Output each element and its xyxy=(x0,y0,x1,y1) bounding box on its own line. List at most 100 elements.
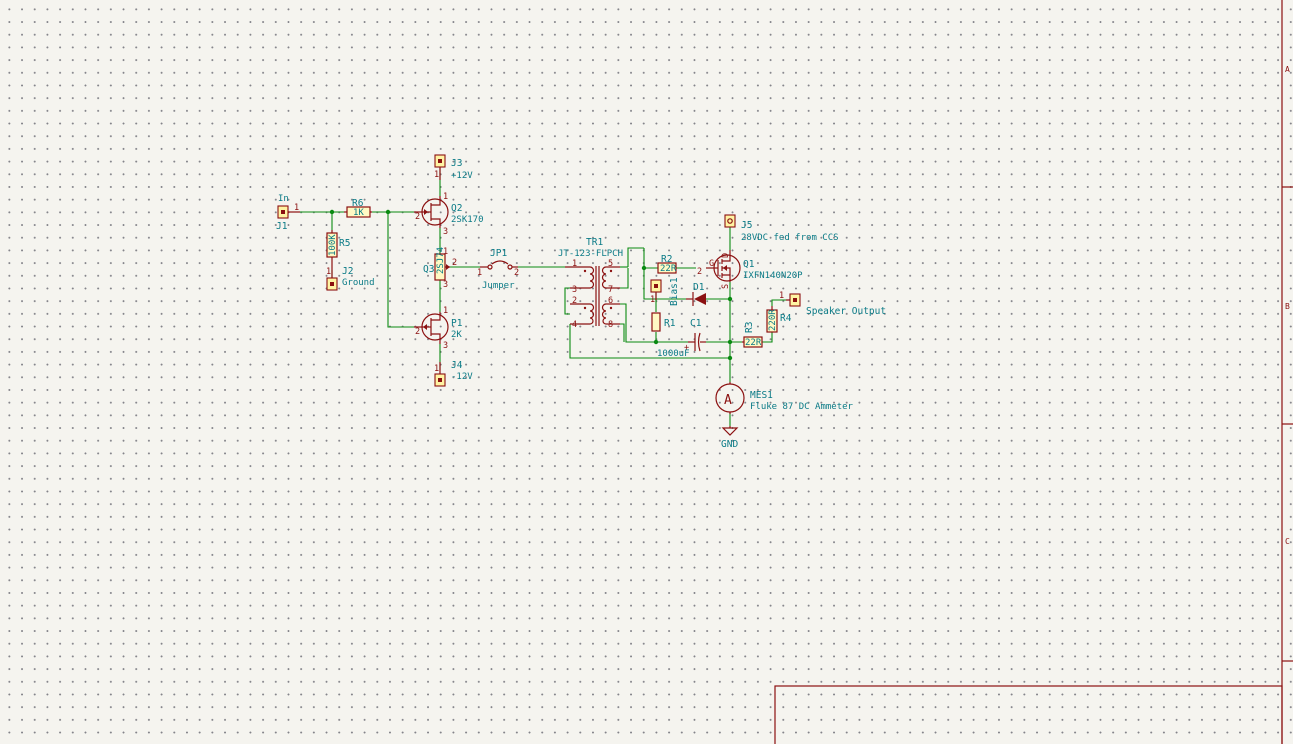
ref-label: J1 xyxy=(276,221,288,232)
resistor-r4[interactable]: R4 220R xyxy=(766,306,792,333)
ref-label: Q3 xyxy=(423,264,434,275)
zone-label-b: B xyxy=(1285,302,1290,311)
source-label: S xyxy=(721,284,731,289)
pin-number: 1 xyxy=(477,268,482,278)
ammeter-symbol: A xyxy=(724,393,732,408)
value-label: 2K xyxy=(451,330,462,340)
pin-number: 4 xyxy=(572,320,577,330)
pin-number: 3 xyxy=(443,280,448,290)
pin-number: 1 xyxy=(434,170,439,180)
pin-number: 8 xyxy=(608,320,613,330)
value-label: 1000uF xyxy=(657,349,690,359)
ref-label: J3 xyxy=(451,158,462,169)
value-label: JT-123-FLPCH xyxy=(558,249,623,259)
value-label: -12V xyxy=(451,372,473,382)
ref-label: C1 xyxy=(690,318,702,329)
capacitor-c1[interactable]: + C1 1000uF xyxy=(657,318,706,359)
jumper-jp1[interactable]: 1 2 JP1 Jumper xyxy=(477,248,519,291)
pin-number: 2 xyxy=(514,268,519,278)
ref-label: JP1 xyxy=(490,248,507,259)
pin-number: 3 xyxy=(443,227,448,237)
zone-label-a: A xyxy=(1285,65,1290,74)
mosfet-q1[interactable]: 2 G D S Q1 IXFN140N20P xyxy=(697,250,803,289)
transformer-tr1[interactable]: TR1 JT-123-FLPCH 1 3 2 4 5 7 6 8 xyxy=(558,237,623,330)
value-label: 220R xyxy=(768,309,778,331)
value-label: 100K xyxy=(328,234,338,256)
ref-label: J5 xyxy=(741,220,752,231)
ground-symbol[interactable]: GND xyxy=(721,426,739,450)
ref-label: TR1 xyxy=(586,237,603,248)
sheet-frame: A B C xyxy=(774,0,1293,744)
pin-number: 7 xyxy=(608,285,613,295)
plus-sign: + xyxy=(684,343,689,353)
value-label: 22R xyxy=(745,338,762,348)
ref-label: MES1 xyxy=(750,390,773,401)
ref-label: J2 xyxy=(342,266,353,277)
pin-number: 1 xyxy=(443,192,448,202)
value-label: Fluke 87 DC Ammeter xyxy=(750,402,854,412)
value-label: 2SJ74 xyxy=(436,247,446,274)
value-label: IXFN140N20P xyxy=(743,271,803,281)
ref-label: R6 xyxy=(352,198,364,209)
value-label: +12V xyxy=(451,171,473,181)
value-label: In xyxy=(278,194,289,204)
value-label: 1K xyxy=(353,208,364,218)
pin-number: 6 xyxy=(608,296,613,306)
resistor-r1[interactable]: R1 xyxy=(651,312,676,332)
value-label: 2SK170 xyxy=(451,215,484,225)
pin-number: 1 xyxy=(294,203,299,213)
ref-label: Q1 xyxy=(743,259,755,270)
value-label: 28VDC fed from CCS xyxy=(741,233,839,243)
value-label: Ground xyxy=(342,278,375,288)
pin-number: 3 xyxy=(572,285,577,295)
connector-j1[interactable]: 1 J1 In xyxy=(276,194,300,232)
ref-label: Q2 xyxy=(451,203,462,214)
potentiometer-p1[interactable]: Q3 2SJ74 2 1 3 xyxy=(423,247,457,290)
value-label: 22R xyxy=(660,264,677,274)
ref-label: D1 xyxy=(693,282,705,293)
ref-label: R1 xyxy=(664,318,676,329)
connector-j5[interactable]: J5 28VDC fed from CCS xyxy=(724,214,839,243)
resistor-r5[interactable]: R5 100K xyxy=(326,230,350,262)
pin-number: 2 xyxy=(415,212,420,222)
pin-number: 5 xyxy=(608,259,613,269)
pin-number: 1 xyxy=(434,364,439,374)
pin-number: 1 xyxy=(326,267,331,277)
resistor-r6[interactable]: R6 1K xyxy=(344,198,372,218)
ref-label: Speaker Output xyxy=(806,306,886,317)
diode-d1[interactable]: D1 xyxy=(686,282,706,306)
drain-label: D xyxy=(721,253,731,258)
pin-number: 2 xyxy=(415,327,420,337)
ammeter-mes1[interactable]: A MES1 Fluke 87 DC Ammeter xyxy=(715,382,854,414)
connector-j2[interactable]: 1 J2 Ground xyxy=(326,262,375,291)
ref-label: R2 xyxy=(661,254,672,265)
ref-label: R3 xyxy=(744,322,755,333)
pin-number: 1 xyxy=(779,291,784,301)
pin-number: 1 xyxy=(650,295,655,305)
ref-label: P1 xyxy=(451,318,463,329)
connector-speaker-output[interactable]: 1 Speaker Output xyxy=(779,291,886,317)
pin-number: 1 xyxy=(572,259,577,269)
connector-j4[interactable]: 1 J4 -12V xyxy=(434,360,473,387)
connector-j3[interactable]: 1 J3 +12V xyxy=(434,154,473,181)
connector-bias1[interactable]: 1 Bias1 xyxy=(650,277,680,306)
pin-number: 1 xyxy=(443,247,448,257)
ref-label: R5 xyxy=(339,238,350,249)
pin-number: 2 xyxy=(697,267,702,277)
title-block xyxy=(774,685,1283,744)
value-label: Jumper xyxy=(482,281,515,291)
pin-number: 2 xyxy=(572,296,577,306)
pin-number: 2 xyxy=(452,258,457,268)
pin-number: 1 xyxy=(443,306,448,316)
resistor-r3[interactable]: R3 22R xyxy=(742,322,763,348)
ref-label: R4 xyxy=(780,313,792,324)
ref-label: Bias1 xyxy=(669,277,680,306)
ref-label: J4 xyxy=(451,360,463,371)
jfet-q3[interactable]: 2 1 3 P1 2K xyxy=(414,306,463,351)
pin-number: 3 xyxy=(443,341,448,351)
jfet-q2[interactable]: 2 1 3 Q2 2SK170 xyxy=(414,192,484,237)
gate-label: G xyxy=(709,259,714,269)
wires xyxy=(300,168,786,426)
resistor-r2[interactable]: R2 22R xyxy=(657,254,677,274)
